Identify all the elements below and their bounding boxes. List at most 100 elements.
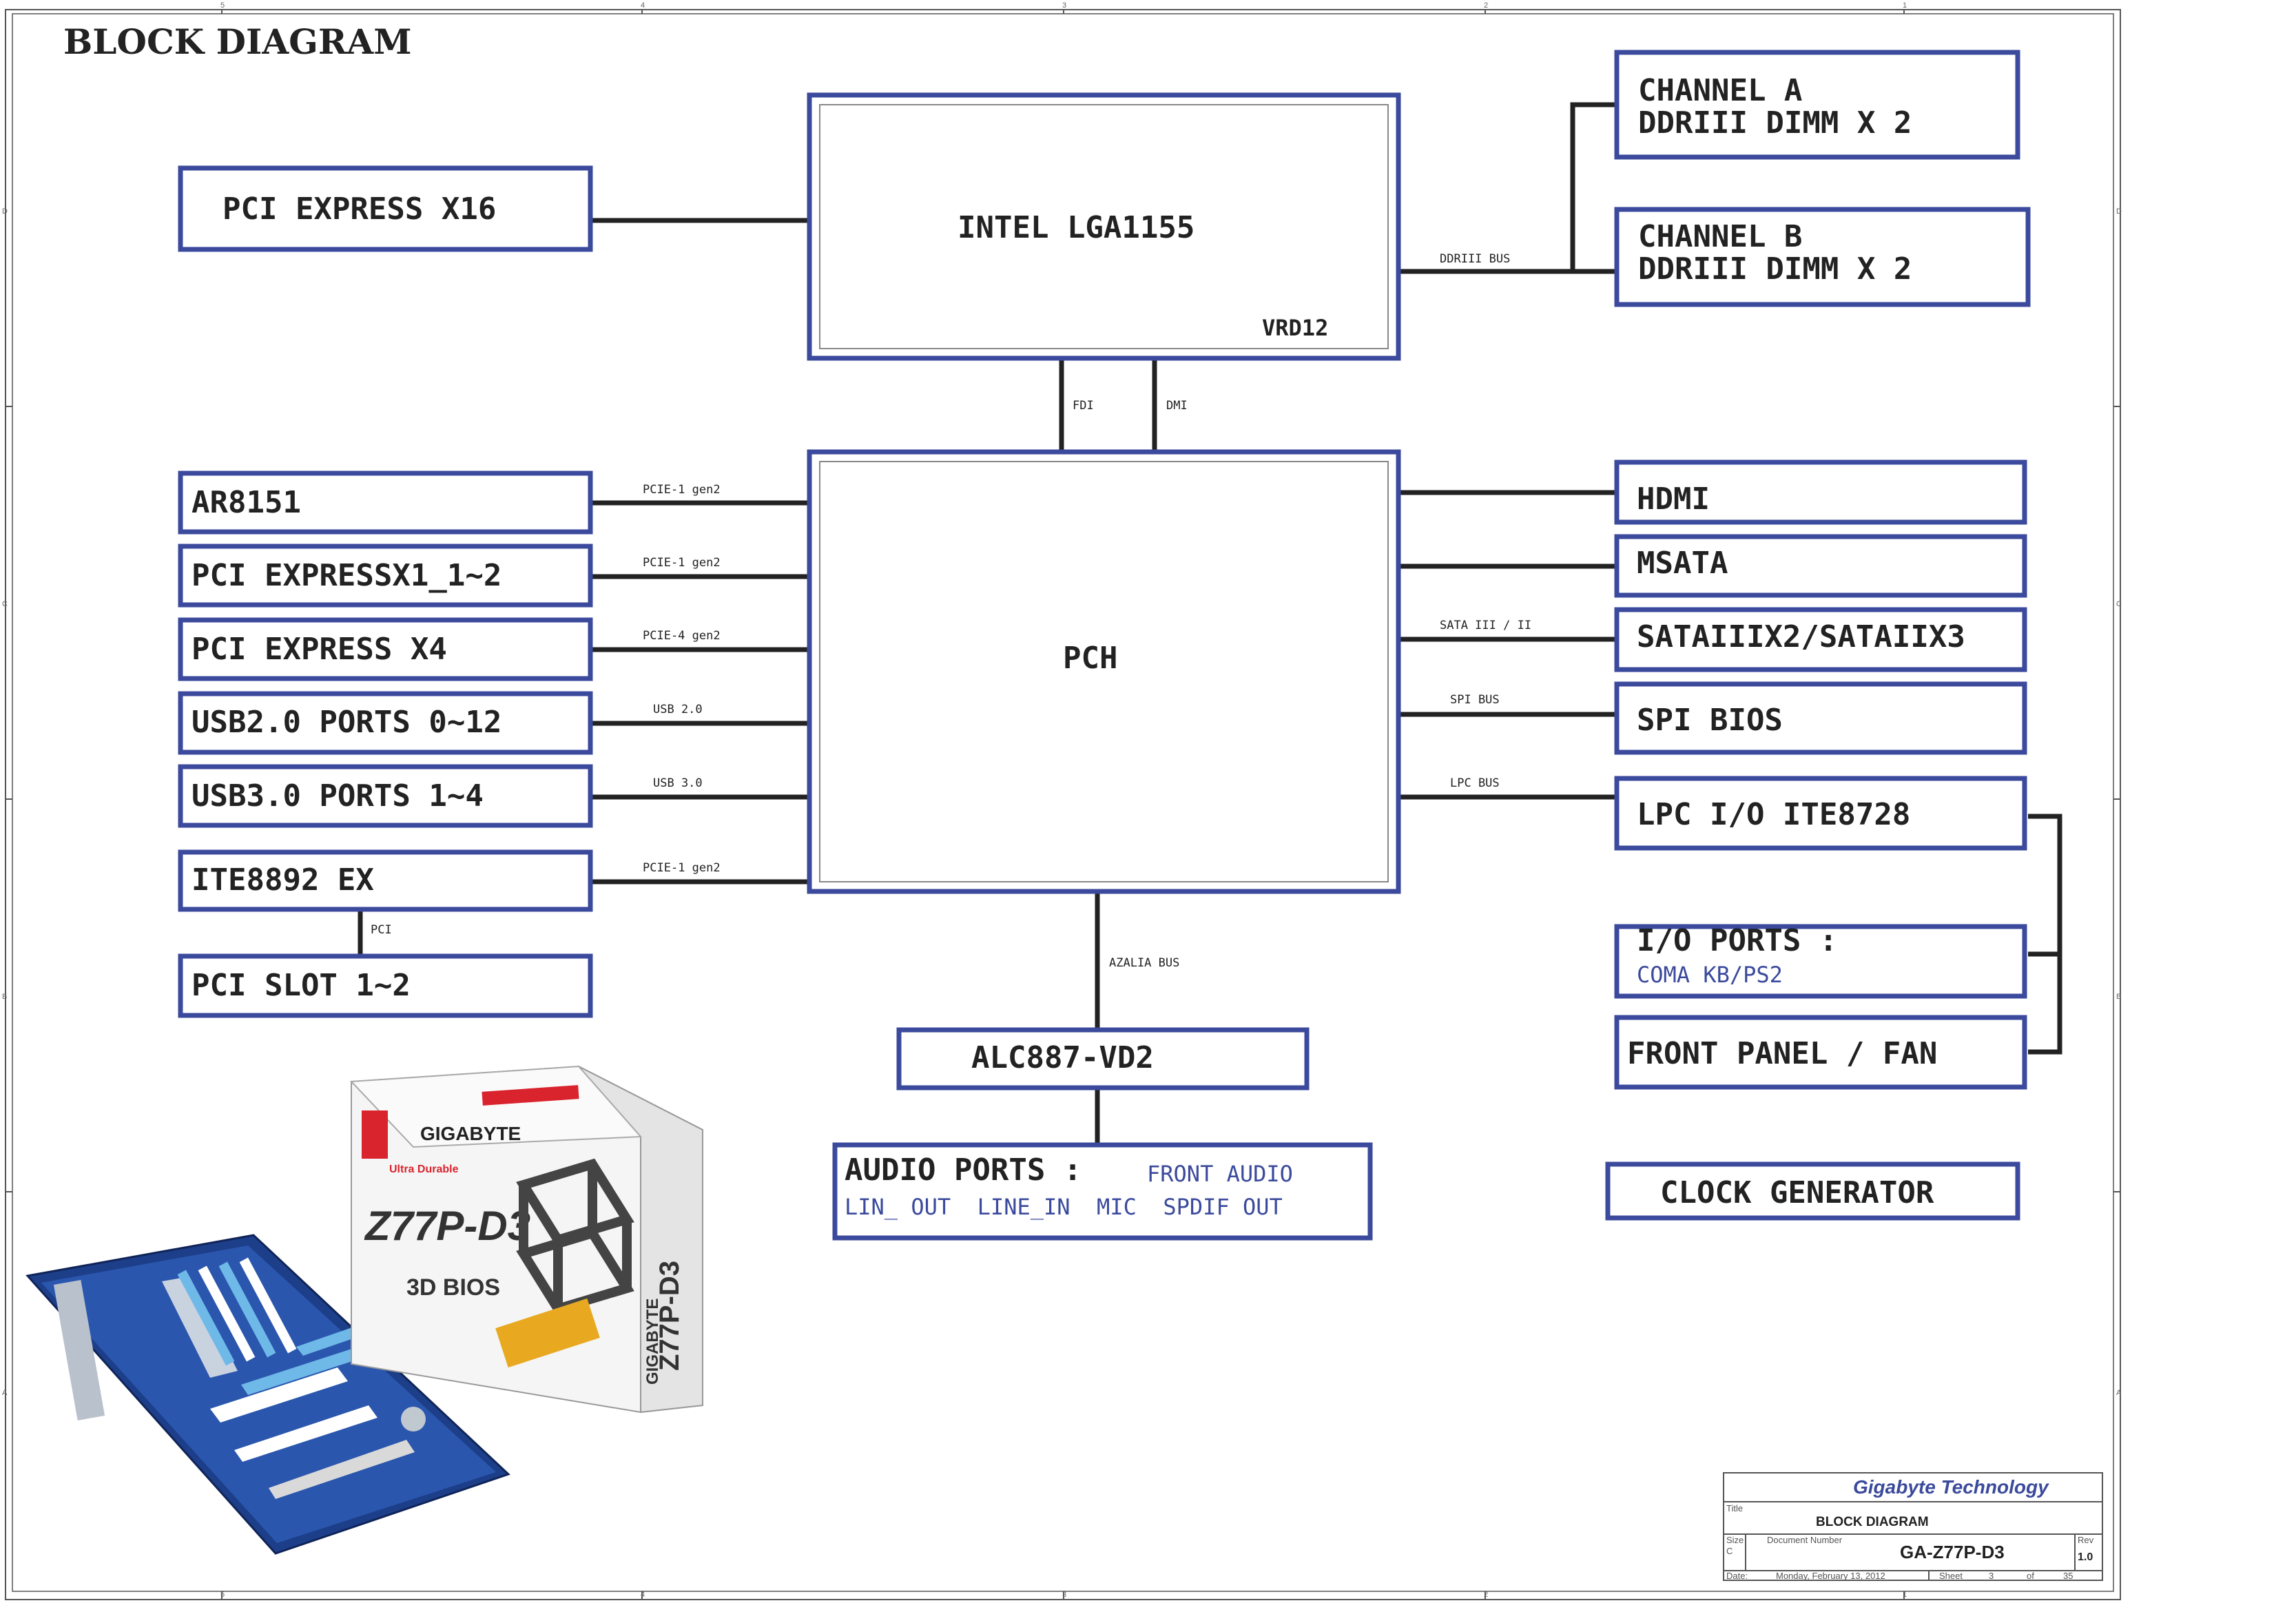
bus-label-azalia: AZALIA BUS — [1109, 956, 1179, 970]
bus-label-lpc: LPC BUS — [1450, 776, 1500, 790]
bus-label-pci: PCI — [371, 923, 392, 937]
front-panel-box — [1614, 1015, 2027, 1090]
front-audio-label: FRONT AUDIO — [1147, 1161, 1293, 1187]
pcie-x16-label: PCI EXPRESS X16 — [223, 192, 496, 227]
size-field-value: C — [1726, 1546, 1733, 1556]
border-mark-top-4: 4 — [641, 1, 645, 10]
border-mark-right-a: A — [2116, 1389, 2122, 1397]
channel-a-line1: CHANNEL A — [1638, 73, 1802, 108]
cpu-box — [807, 92, 1401, 361]
box-ultra-durable: Ultra Durable — [389, 1164, 459, 1175]
cpu-label: INTEL LGA1155 — [958, 210, 1194, 245]
border-mark-left-d: D — [2, 207, 8, 216]
usb3-box — [178, 764, 593, 828]
bus-label-usb3: USB 3.0 — [653, 776, 703, 790]
clock-generator-box — [1605, 1161, 2020, 1221]
size-field-label: Size — [1726, 1535, 1744, 1545]
pci-slot-label: PCI SLOT 1~2 — [192, 968, 411, 1003]
pcie-x4-label: PCI EXPRESS X4 — [192, 632, 447, 667]
bus-label-sata: SATA III / II — [1440, 619, 1531, 632]
sata-box — [1614, 607, 2027, 672]
pcie-x1-box — [178, 544, 593, 608]
channel-b-box — [1614, 207, 2031, 307]
hdmi-box — [1614, 459, 2027, 525]
channel-b-line2: DDRIII DIMM X 2 — [1638, 251, 1912, 287]
rev-field-label: Rev — [2078, 1535, 2094, 1545]
channel-b-line1: CHANNEL B — [1638, 219, 1802, 254]
border-mark-left-a: A — [2, 1389, 8, 1397]
usb3-label: USB3.0 PORTS 1~4 — [192, 778, 484, 814]
border-mark-right-c: C — [2116, 600, 2122, 608]
usb2-box — [178, 691, 593, 755]
audio-ports-label: AUDIO PORTS : — [845, 1152, 1082, 1188]
border-mark-right-b: B — [2116, 993, 2121, 1001]
sheet-field-value: 3 — [1989, 1571, 1994, 1581]
bus-label-ite8892: PCIE-1 gen2 — [643, 861, 721, 875]
usb2-label: USB2.0 PORTS 0~12 — [192, 705, 501, 740]
audio-sub-label: LIN_ OUT LINE_IN MIC SPDIF OUT — [845, 1194, 1283, 1220]
audio-ports-box — [832, 1142, 1373, 1241]
spi-bios-label: SPI BIOS — [1637, 703, 1783, 738]
ite8892-label: ITE8892 EX — [192, 862, 374, 898]
lpc-io-label: LPC I/O ITE8728 — [1637, 797, 1910, 832]
border-mark-top-3: 3 — [1062, 1, 1066, 10]
pcie-x4-box — [178, 617, 593, 681]
ar8151-box — [178, 471, 593, 535]
line-channel-a — [1570, 102, 1615, 274]
front-panel-label: FRONT PANEL / FAN — [1627, 1036, 1937, 1071]
product-illustration: GIGABYTE Ultra Durable Z77P-D3 3D BIOS Z… — [25, 1065, 703, 1555]
border-mark-top-5: 5 — [220, 1, 225, 10]
connection-lines — [358, 102, 2062, 1143]
cpu-box-inner — [819, 104, 1389, 349]
title-field-value: BLOCK DIAGRAM — [1816, 1515, 1929, 1529]
bus-label-ddr: DDRIII BUS — [1440, 252, 1510, 266]
box-bios: 3D BIOS — [406, 1274, 500, 1301]
vrd-label: VRD12 — [1262, 315, 1328, 341]
pcie-x16-box — [178, 165, 593, 252]
spi-bios-box — [1614, 681, 2027, 755]
of-field-label: of — [2027, 1571, 2034, 1581]
border-mark-top-2: 2 — [1484, 1, 1488, 10]
clock-generator-label: CLOCK GENERATOR — [1660, 1175, 1934, 1210]
lpc-io-box — [1614, 776, 2027, 851]
channel-a-box — [1614, 50, 2020, 160]
total-field-value: 35 — [2063, 1571, 2073, 1581]
box-brand: GIGABYTE — [420, 1123, 521, 1144]
channel-a-line2: DDRIII DIMM X 2 — [1638, 105, 1912, 141]
bus-label-spi: SPI BUS — [1450, 693, 1500, 707]
docnum-field-value: GA-Z77P-D3 — [1900, 1542, 2005, 1562]
bus-label-dmi: DMI — [1166, 399, 1188, 413]
sata-label: SATAIIIX2/SATAIIX3 — [1637, 619, 1965, 654]
company-name: Gigabyte Technology — [1853, 1476, 2049, 1498]
bus-label-ar8151: PCIE-1 gen2 — [643, 483, 721, 497]
box-side-brand: GIGABYTE — [643, 1299, 662, 1385]
box-model: Z77P-D3 — [364, 1203, 530, 1249]
io-ports-box — [1614, 924, 2027, 999]
bus-label-pcie-x1: PCIE-1 gen2 — [643, 556, 721, 570]
sheet-field-label: Sheet — [1939, 1571, 1963, 1581]
msata-box — [1614, 534, 2027, 598]
alc-box — [896, 1027, 1310, 1090]
motherboard-image — [25, 1234, 510, 1555]
pcie-x1-label: PCI EXPRESSX1_1~2 — [192, 558, 501, 593]
border-mark-bottom-5: 5 — [220, 1591, 225, 1599]
bus-label-usb2: USB 2.0 — [653, 703, 703, 716]
ite8892-box — [178, 849, 593, 912]
border-mark-bottom-4: 4 — [641, 1591, 645, 1599]
border-mark-left-c: C — [2, 600, 8, 608]
io-ports-sub-label: COMA KB/PS2 — [1637, 962, 1783, 988]
io-ports-label: I/O PORTS : — [1637, 923, 1837, 958]
bus-label-fdi: FDI — [1073, 399, 1094, 413]
pch-label: PCH — [1063, 641, 1117, 676]
pch-box-inner — [819, 461, 1389, 882]
date-field-value: Monday, February 13, 2012 — [1776, 1571, 1885, 1581]
title-block: Gigabyte Technology Title Size C Documen… — [1723, 1472, 2103, 1581]
border-mark-bottom-2: 2 — [1484, 1591, 1488, 1599]
title-field-label: Title — [1726, 1503, 1743, 1513]
retail-box-image: GIGABYTE Ultra Durable Z77P-D3 3D BIOS Z… — [349, 1065, 703, 1414]
border-mark-top-1: 1 — [1903, 1, 1907, 10]
hdmi-label: HDMI — [1637, 482, 1710, 517]
date-field-label: Date: — [1726, 1571, 1748, 1581]
bus-label-pcie-x4: PCIE-4 gen2 — [643, 629, 721, 643]
